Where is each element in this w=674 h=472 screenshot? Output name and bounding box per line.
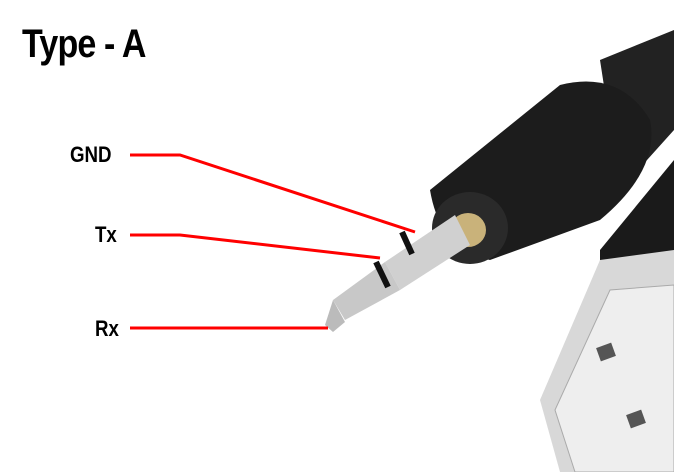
gnd-leader-line (130, 153, 416, 234)
audio-jack (325, 30, 674, 332)
usb-connector (540, 160, 674, 472)
page-title: Type - A (22, 22, 146, 66)
gnd-label: GND (70, 142, 112, 167)
tx-leader-line (130, 233, 381, 260)
rx-label: Rx (95, 316, 119, 341)
tx-label: Tx (95, 222, 117, 247)
